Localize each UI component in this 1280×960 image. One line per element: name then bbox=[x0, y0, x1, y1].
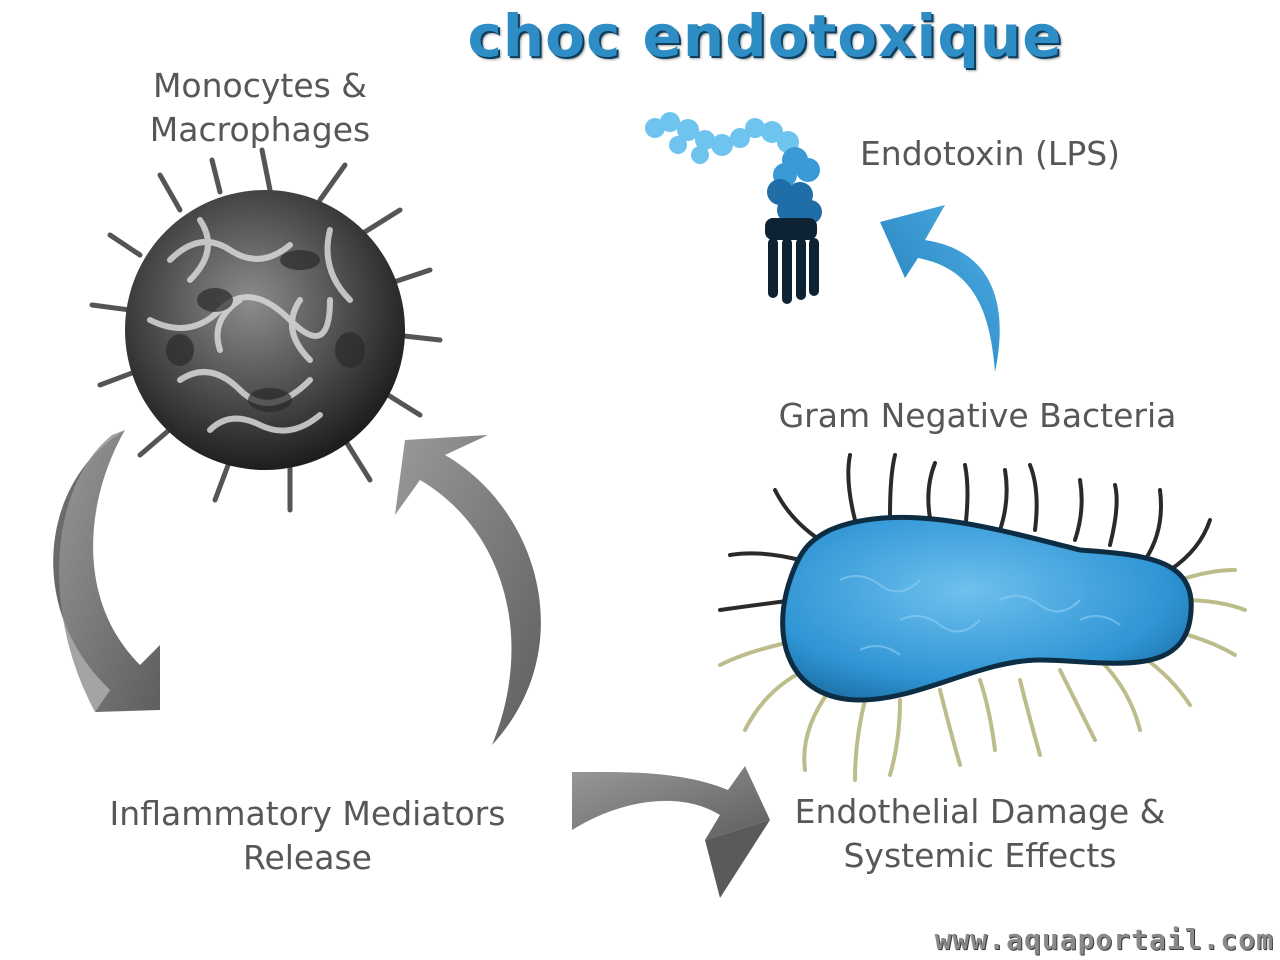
page-title: choc endotoxique bbox=[467, 2, 1063, 70]
damage-label: Endothelial Damage & Systemic Effects bbox=[794, 792, 1166, 875]
lps-molecule-icon bbox=[645, 112, 822, 304]
mediators-label: Inflammatory Mediators Release bbox=[109, 794, 506, 877]
watermark: www.aquaportail.com bbox=[934, 923, 1274, 956]
bacteria-label: Gram Negative Bacteria bbox=[778, 396, 1177, 435]
bacteria-to-lps-arrow bbox=[880, 205, 1000, 372]
bacterium-icon bbox=[718, 453, 1247, 782]
macrophage-cell-icon bbox=[89, 147, 443, 513]
monocytes-label: Monocytes & Macrophages bbox=[149, 66, 371, 149]
macrophage-to-mediators-arrow bbox=[53, 430, 160, 712]
mediators-to-damage-arrow bbox=[572, 766, 770, 840]
mediators-to-macrophage-arrow bbox=[395, 435, 541, 745]
endotoxin-label: Endotoxin (LPS) bbox=[859, 134, 1121, 173]
